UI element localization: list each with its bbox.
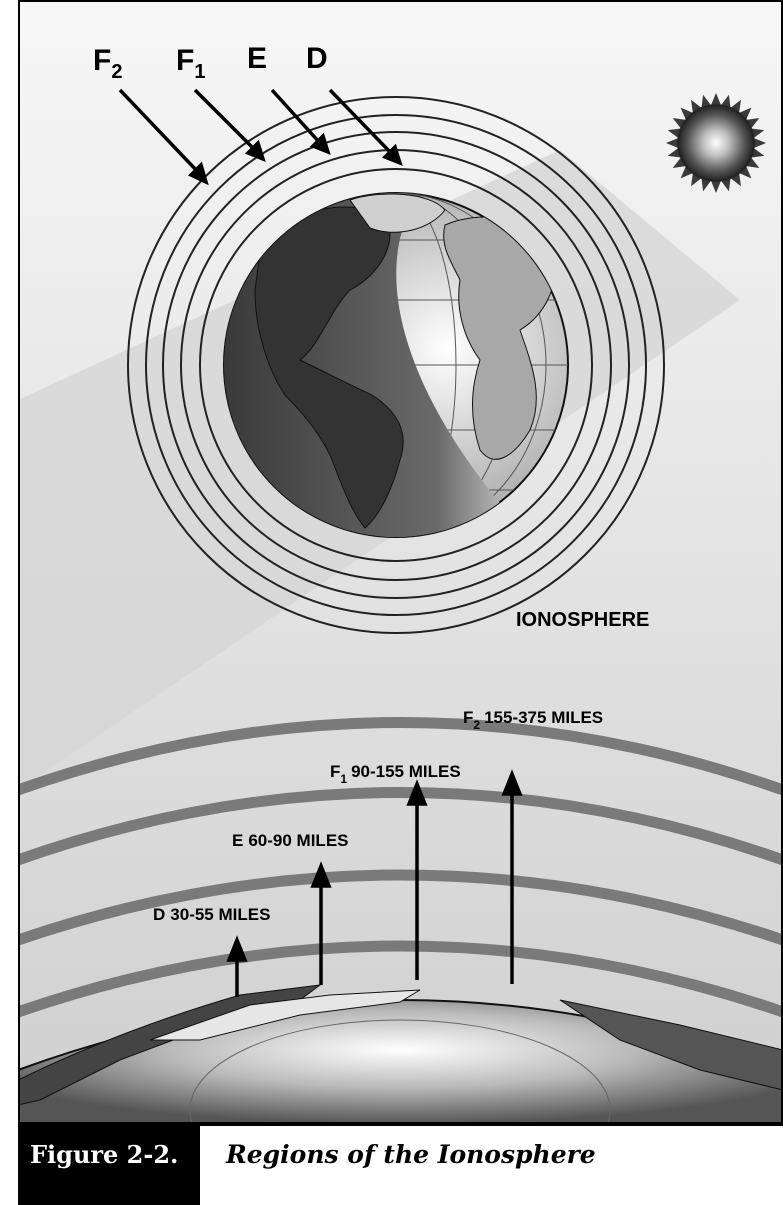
surface-landmass-right	[559, 999, 783, 1091]
ring-f2	[127, 96, 665, 634]
arrow-e	[270, 88, 322, 145]
layer-label-f2: F2	[93, 44, 122, 83]
greenland-landmass	[349, 193, 446, 233]
ring-f1	[145, 114, 647, 616]
arrow-d	[328, 88, 394, 156]
layer-pointers	[118, 88, 403, 186]
arrow-f1	[193, 88, 257, 152]
band-d	[18, 940, 783, 1018]
ionosphere-heading: IONOSPHERE	[516, 609, 649, 631]
figure-title: Regions of the Ionosphere	[226, 1140, 596, 1169]
earth-surface	[18, 984, 783, 1124]
ring-d	[199, 168, 593, 562]
layer-label-e: E	[247, 42, 267, 75]
layer-label-d: D	[306, 42, 328, 75]
earth-globe	[223, 192, 569, 538]
americas-landmass	[254, 206, 404, 529]
band-e	[18, 869, 783, 946]
ring-f1-inner	[162, 131, 630, 599]
caption-bar: Figure 2-2. Regions of the Ionosphere	[18, 1124, 783, 1205]
diagram-border	[18, 0, 783, 1124]
sun-icon	[666, 93, 766, 193]
layer-label-f1: F1	[176, 44, 205, 83]
ionosphere-rings	[127, 96, 665, 634]
altitude-arrows	[226, 769, 523, 997]
surface-landmass-light	[149, 989, 421, 1041]
figure-number: Figure 2-2.	[18, 1126, 200, 1205]
arrow-f2	[118, 88, 200, 174]
band-f2	[18, 717, 783, 796]
band-f1	[18, 787, 783, 866]
altitude-bands	[18, 717, 783, 1018]
